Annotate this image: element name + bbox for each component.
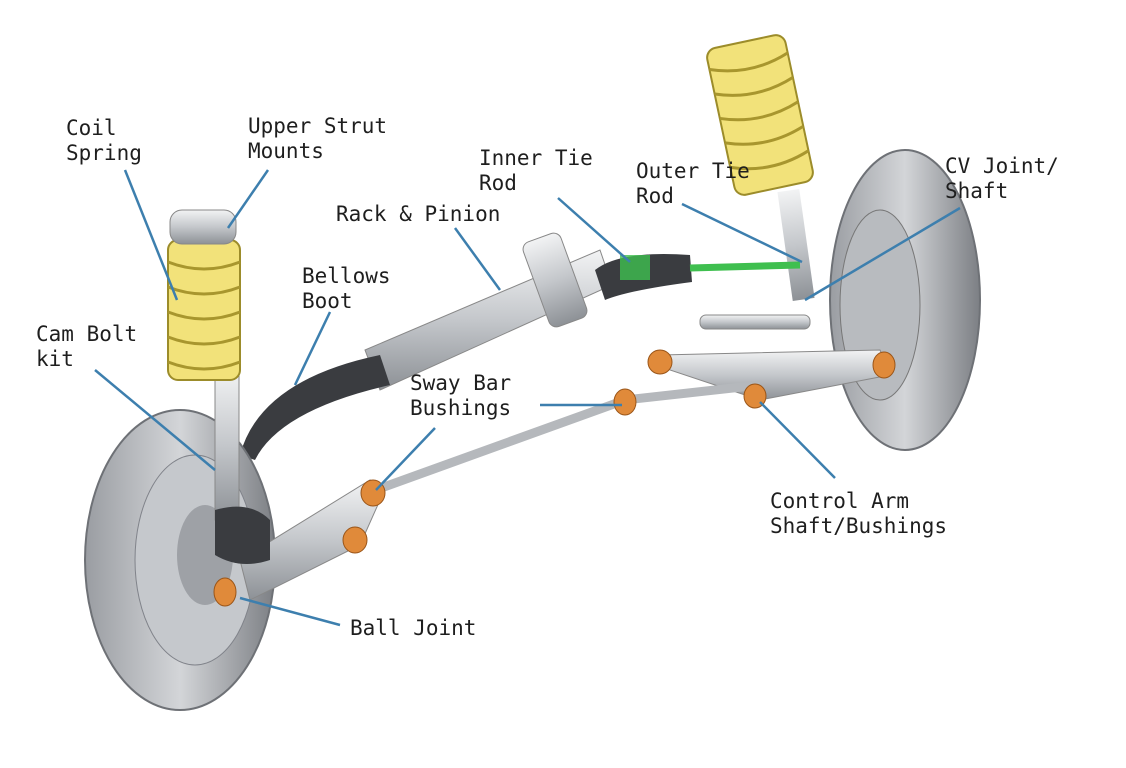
left-strut (167, 209, 241, 521)
label-line: Bellows (302, 264, 391, 288)
label-line: Inner Tie (479, 146, 593, 170)
label-line: Coil (66, 116, 117, 140)
label-ball-joint: Ball Joint (350, 616, 477, 640)
label-line: Sway Bar (410, 371, 512, 395)
label-line: Bushings (410, 396, 512, 420)
rack-and-pinion (213, 232, 801, 478)
label-line: CV Joint/ (945, 154, 1059, 178)
label-cv-joint-shaft: CV Joint/Shaft (945, 154, 1059, 204)
label-line: Upper Strut (248, 114, 388, 138)
label-rack-pinion: Rack & Pinion (336, 202, 501, 226)
label-line: Outer Tie (636, 159, 750, 183)
label-line: Rod (479, 171, 517, 195)
label-line: Control Arm (770, 489, 910, 513)
right-strut (706, 34, 815, 301)
label-line: Spring (66, 141, 142, 165)
label-line: Mounts (248, 139, 324, 163)
label-line: Cam Bolt (36, 322, 138, 346)
label-line: Boot (302, 289, 353, 313)
label-line: Rod (636, 184, 674, 208)
leader-lines (94, 169, 961, 627)
label-line: kit (36, 347, 74, 371)
left-control-arm (215, 479, 381, 601)
label-line: Shaft (945, 179, 1009, 203)
label-line: Shaft/Bushings (770, 514, 948, 538)
